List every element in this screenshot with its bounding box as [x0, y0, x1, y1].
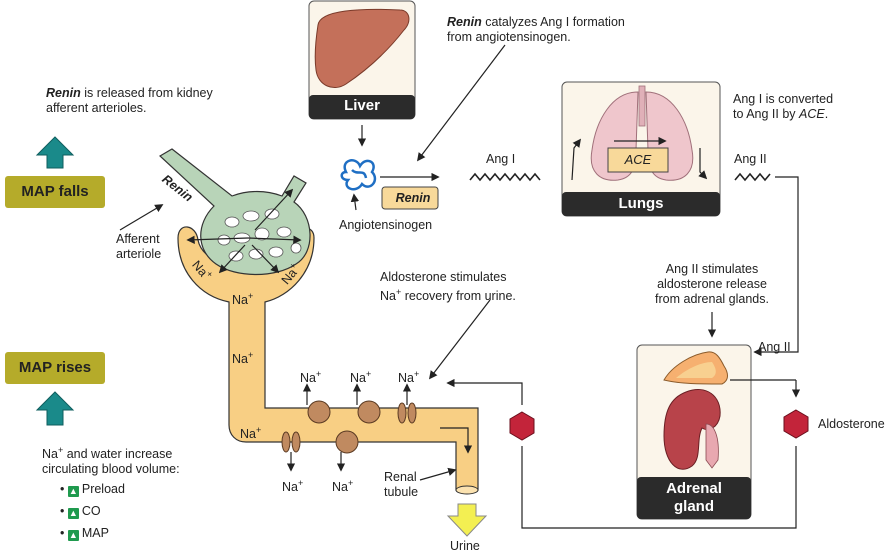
- renin-catalyzes-line2: from angiotensinogen.: [447, 30, 571, 44]
- renin-release-line2: afferent arterioles.: [46, 101, 147, 115]
- up-arrow-icon: ▲: [67, 530, 79, 541]
- renin-release-em: Renin: [46, 86, 81, 100]
- urine-label: Urine: [450, 539, 480, 553]
- na-label: Na+: [232, 291, 254, 308]
- aldo-stim-line2: Na+ recovery from urine.: [380, 287, 516, 304]
- aldosterone-label: Aldosterone: [818, 417, 885, 431]
- ang-converted-note: Ang I is converted to Ang II by ACE.: [733, 92, 833, 122]
- afferent-line1: Afferent: [116, 232, 160, 246]
- map-falls-up-arrow-icon: [35, 136, 75, 169]
- afferent-line2: arteriole: [116, 247, 162, 261]
- aldosterone-hexagon-icon: [783, 409, 809, 439]
- tubule-line2: tubule: [384, 485, 419, 499]
- ang-converted-line2: to Ang II by: [733, 107, 800, 121]
- renin-enzyme-box: [381, 186, 439, 210]
- renin-release-arrows: [119, 188, 302, 274]
- ang-converted-post: .: [824, 107, 829, 121]
- map-falls-badge: MAP falls: [5, 176, 105, 208]
- aldosterone-stimulates-note: Aldosterone stimulates Na+ recovery from…: [380, 270, 516, 304]
- map-rises-badge: MAP rises: [5, 352, 105, 384]
- bullet-co-text: CO: [81, 504, 101, 518]
- bullet-co: • ▲CO: [60, 504, 101, 519]
- ang2-stimulates-note: Ang II stimulates aldosterone release fr…: [644, 262, 780, 307]
- aldosterone-hexagon-icon-2: [509, 411, 535, 441]
- adrenal-gland-text: Adrenal gland: [666, 480, 722, 515]
- renin-release-rest: is released from kidney: [80, 86, 213, 100]
- map-effect-line1: Na+ and water increase: [42, 445, 173, 462]
- ace-box-label: ACE: [624, 152, 652, 167]
- ang2-lungs-label: Ang II: [734, 152, 767, 166]
- renin-release-note: Renin is released from kidney afferent a…: [46, 86, 213, 116]
- lungs-panel: [561, 81, 721, 217]
- bullet-preload: • ▲Preload: [60, 482, 125, 497]
- map-effect-note: Na+ and water increase circulating blood…: [42, 443, 180, 477]
- map-rises-up-arrow-icon: [35, 391, 75, 426]
- ang-converted-em: ACE: [799, 107, 825, 121]
- angiotensinogen-molecule-icon: [340, 159, 377, 191]
- lungs-label: Lungs: [618, 195, 664, 212]
- ang-converted-line1: Ang I is converted: [733, 92, 834, 106]
- aldo-stim-line1: Aldosterone stimulates: [380, 270, 507, 284]
- map-effect-line2: circulating blood volume:: [42, 462, 180, 477]
- tubule-line1: Renal: [384, 470, 417, 484]
- liver-label: Liver: [344, 97, 380, 114]
- tubule-transporters: [281, 400, 417, 454]
- bullet-map-text: MAP: [81, 526, 109, 540]
- urine-arrow-icon: [446, 503, 488, 537]
- afferent-arteriole-label: Afferent arteriole: [116, 232, 161, 262]
- up-arrow-icon: ▲: [67, 508, 79, 519]
- bullet-map: • ▲MAP: [60, 526, 109, 541]
- na-label: Na+: [332, 478, 354, 495]
- ang2-adrenal-label: Ang II: [758, 340, 791, 354]
- renin-catalyzes-em: Renin: [447, 15, 482, 29]
- na-label: Na+: [232, 350, 254, 367]
- renin-catalyzes-note: Renin catalyzes Ang I formation from ang…: [447, 15, 625, 45]
- ang2-zigzag-icon: [734, 172, 771, 182]
- afferent-arteriole: [158, 148, 311, 276]
- liver-panel: [308, 0, 416, 120]
- bullet-preload-text: Preload: [81, 482, 125, 496]
- renin-catalyzes-rest: catalyzes Ang I formation: [481, 15, 625, 29]
- na-label: Na+: [240, 425, 262, 442]
- sodium-arrows: [286, 383, 473, 481]
- angiotensinogen-label: Angiotensinogen: [339, 218, 433, 232]
- adrenal-gland-panel: [636, 344, 752, 520]
- adrenal-gland-label: Adrenal gland: [637, 480, 751, 516]
- na-label: Na+: [282, 478, 304, 495]
- na-label: Na+: [300, 369, 322, 386]
- ang1-zigzag-icon: [469, 172, 541, 182]
- up-arrow-icon: ▲: [67, 486, 79, 497]
- na-label: Na+: [398, 369, 420, 386]
- renin-box-label: Renin: [395, 191, 431, 205]
- ang1-label: Ang I: [486, 152, 516, 166]
- renal-tubule-label: Renal tubule: [384, 470, 418, 500]
- ang2-stim-line3: from adrenal glands.: [655, 292, 769, 306]
- ang2-stim-line1: Ang II stimulates: [665, 262, 759, 276]
- na-label: Na+: [350, 369, 372, 386]
- ang2-stim-line2: aldosterone release: [657, 277, 767, 291]
